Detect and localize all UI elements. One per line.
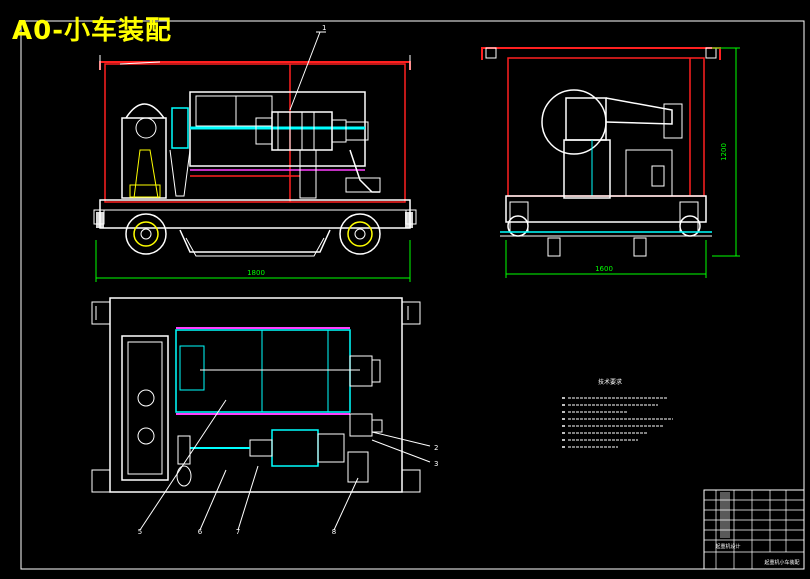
part-label-1: 1 <box>322 24 326 32</box>
dimension-height: 1200 <box>720 143 728 161</box>
front-view: 1800 <box>93 31 417 282</box>
part-label-5: 5 <box>138 528 142 536</box>
tech-requirements-heading: 技术要求 <box>598 378 622 386</box>
part-label-6: 6 <box>198 528 203 536</box>
side-drum-end <box>541 89 607 155</box>
title-block-drawing-name: 起重机小车装配 <box>764 559 799 566</box>
part-label-7: 7 <box>236 528 240 536</box>
tech-requirement-lines <box>562 397 673 448</box>
coupling <box>171 107 189 149</box>
plan-reducer <box>121 335 169 481</box>
plan-frame <box>109 297 403 493</box>
frame-belly <box>179 229 331 253</box>
wheel-left <box>125 213 167 255</box>
cover-frame <box>104 63 406 203</box>
part-label-2: 2 <box>434 444 438 452</box>
technical-requirements: 技术要求 <box>562 378 673 448</box>
plan-drum <box>175 329 351 413</box>
buffer-left <box>96 212 104 228</box>
wheel-right <box>339 213 381 255</box>
dimension-length: 1800 <box>247 269 265 277</box>
plan-view: 5 6 7 8 2 3 1 <box>91 24 438 536</box>
part-label-3: 3 <box>434 460 438 468</box>
title-block-company: 起重机设计 <box>715 543 740 550</box>
plan-motor <box>271 429 319 467</box>
part-label-8: 8 <box>332 528 336 536</box>
dimension-width: 1600 <box>595 265 613 273</box>
buffer-right <box>405 212 413 228</box>
side-view: 1600 1200 <box>481 47 740 278</box>
drawing-title: A0-小车装配 <box>12 16 173 46</box>
reducer <box>121 117 167 199</box>
title-block: 起重机小车装配 起重机设计 <box>703 489 805 570</box>
cover-top-edge <box>99 61 411 70</box>
drawing-border <box>20 20 805 570</box>
